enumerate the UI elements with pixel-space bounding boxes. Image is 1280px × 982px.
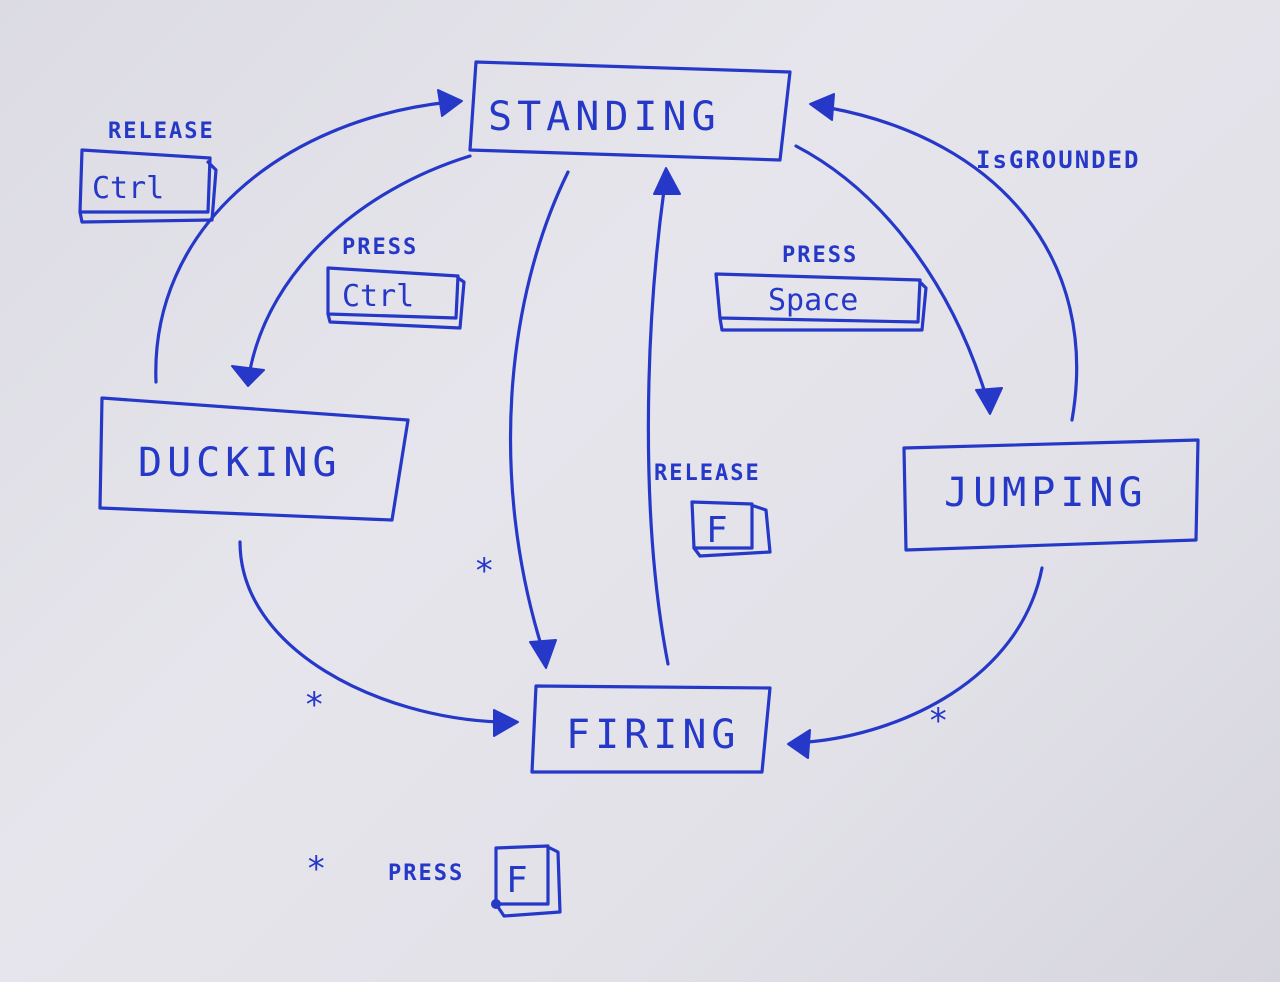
f-key-icon: F <box>491 844 562 918</box>
f-key-label: F <box>706 510 728 551</box>
arrow-standing-to-ducking <box>231 154 472 387</box>
label-press-ctrl: PRESS Ctrl <box>326 235 466 330</box>
arrow-jumping-to-firing <box>787 566 1044 759</box>
press-label: PRESS <box>342 235 418 260</box>
star-marker-ducking-firing: * <box>304 685 324 725</box>
footnote-star-marker: * <box>306 849 326 889</box>
label-is-grounded: IsGROUNDED <box>976 146 1141 174</box>
footnote-f-key-label: F <box>506 860 528 901</box>
release-label: RELEASE <box>108 119 215 144</box>
state-jumping-label: JUMPING <box>944 470 1148 516</box>
label-release-ctrl: RELEASE Ctrl <box>78 119 218 224</box>
arrow-ducking-to-standing <box>154 89 463 384</box>
star-marker-jumping-firing: * <box>928 701 948 741</box>
label-release-f: RELEASE F <box>654 461 772 558</box>
label-press-space: PRESS Space <box>714 243 928 332</box>
ctrl-key-icon: Ctrl <box>326 266 466 330</box>
arrow-ducking-to-firing <box>238 540 519 737</box>
space-key-label: Space <box>768 283 858 318</box>
footnote-press-label: PRESS <box>388 861 464 886</box>
arrow-standing-to-jumping <box>794 144 1003 415</box>
state-standing: STANDING <box>468 60 792 162</box>
arrow-firing-to-standing <box>646 167 681 666</box>
star-marker-standing-firing: * <box>474 551 494 591</box>
press-label: PRESS <box>782 243 858 268</box>
arrow-jumping-to-standing <box>809 93 1079 422</box>
state-ducking-label: DUCKING <box>138 440 342 486</box>
ctrl-key-label: Ctrl <box>92 171 164 206</box>
ctrl-key-icon: Ctrl <box>78 148 218 224</box>
space-key-icon: Space <box>714 272 928 332</box>
ctrl-key-label: Ctrl <box>342 279 414 314</box>
release-label: RELEASE <box>654 461 761 486</box>
state-firing: FIRING <box>530 684 772 774</box>
arrow-standing-to-firing <box>508 170 570 669</box>
state-ducking: DUCKING <box>98 396 410 522</box>
state-jumping: JUMPING <box>902 438 1200 552</box>
f-key-icon: F <box>690 500 772 558</box>
state-firing-label: FIRING <box>566 712 741 758</box>
footnote-legend: * PRESS F <box>306 844 562 918</box>
state-standing-label: STANDING <box>488 94 721 140</box>
